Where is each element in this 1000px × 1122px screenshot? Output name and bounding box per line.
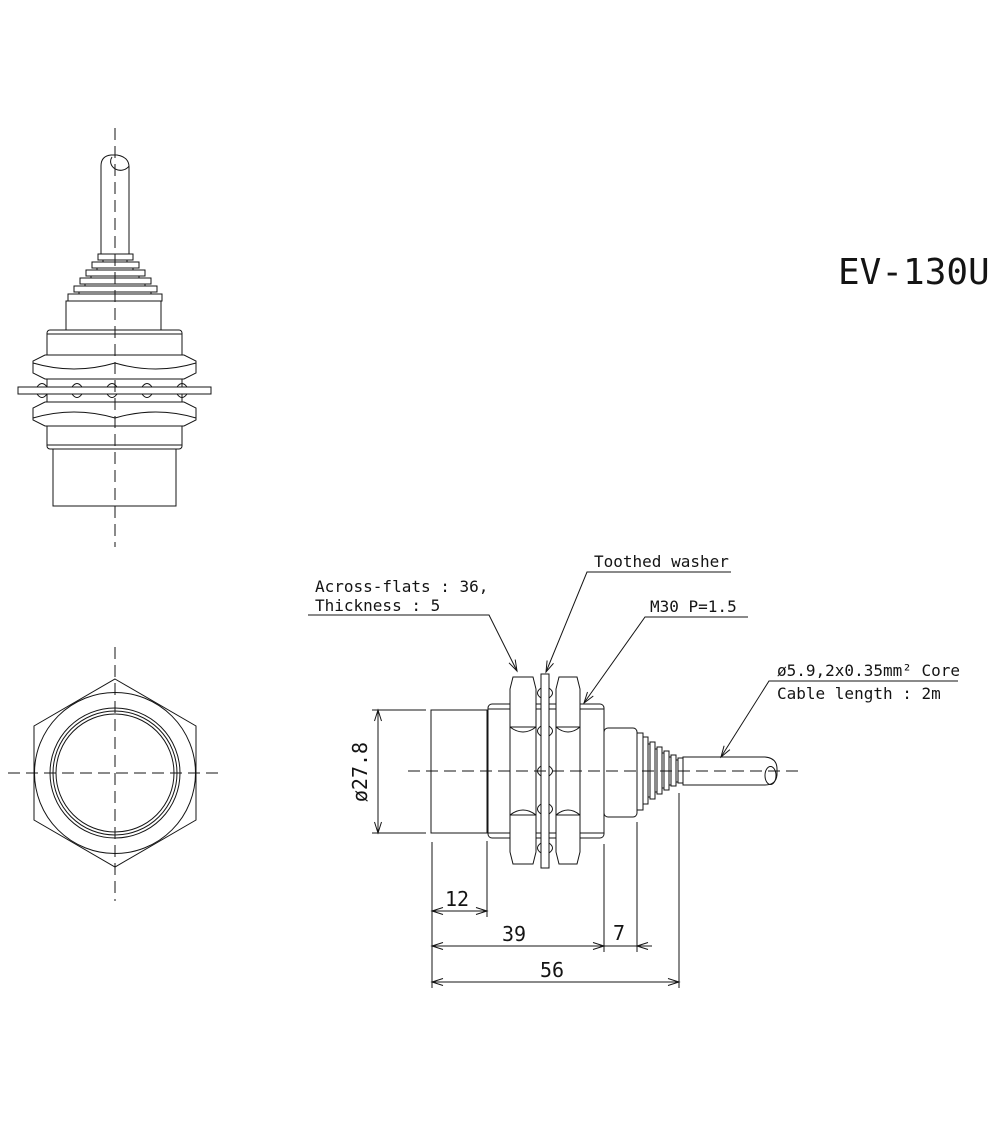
callouts: Across-flats : 36, Thickness : 5 Toothed… [308,552,960,759]
dim-arrows-thread-length [430,942,606,950]
cable-outline [682,756,778,786]
hex-nut-lower-chamfer-arcs [32,411,197,419]
horizontal-side-view [408,673,798,869]
cable-outline [100,154,130,256]
hex-nut-right-chamfer-arcs [555,726,581,816]
dim-overall-length: 56 [540,958,564,982]
gland-housing [65,300,162,331]
dim-arrow-clamp-length [635,942,649,950]
end-view [8,647,224,901]
boot-necks [648,743,678,798]
washer-teeth-top [36,383,188,388]
hex-nut-right-face-lines [556,726,580,816]
cable-end-arc [764,766,777,785]
drawing-title: EV-130U [838,252,990,293]
dim-arrows-head-length [430,907,489,915]
dim-head-diameter: ø27.8 [348,742,372,802]
thread-spec-label: M30 P=1.5 [650,597,737,616]
leader-thread-spec [583,616,748,704]
across-flats-label-line2: Thickness : 5 [315,596,440,615]
hex-nut-left-chamfer-arcs [509,726,537,816]
toothed-washer-label: Toothed washer [594,552,729,571]
hex-nut-left-face-lines [510,726,536,816]
across-flats-label-line1: Across-flats : 36, [315,577,488,596]
boot-necks [78,260,152,294]
cable-spec-label-line1: ø5.9,2x0.35mm² Core [777,661,960,680]
washer-teeth-bottom [36,393,188,398]
leader-across-flats-arrow [508,659,518,673]
hex-nut-lower [32,401,197,427]
dim-clamp-length: 7 [613,921,625,945]
dimensions: ø27.8 12 39 7 56 [348,708,681,988]
leader-cable-spec [720,680,958,758]
dim-arrows-overall [430,978,681,986]
sensing-head [430,709,488,834]
cable-spec-label-line2: Cable length : 2m [777,684,941,703]
leader-thread-spec-arrow [583,691,594,705]
hex-nut-upper-chamfer-arcs [32,362,197,370]
leader-across-flats [308,614,518,672]
vertical-side-view [17,128,212,547]
hex-nut-right [555,676,581,865]
ext-lines-diameter [372,709,426,834]
dim-arrows-diameter [374,708,382,835]
dim-thread-length: 39 [502,922,526,946]
leader-cable-spec-arrow [720,745,731,759]
clamp-cap [603,727,638,818]
leader-toothed-washer-arrow [545,660,554,674]
leader-toothed-washer [545,571,731,673]
dim-head-length: 12 [445,887,469,911]
